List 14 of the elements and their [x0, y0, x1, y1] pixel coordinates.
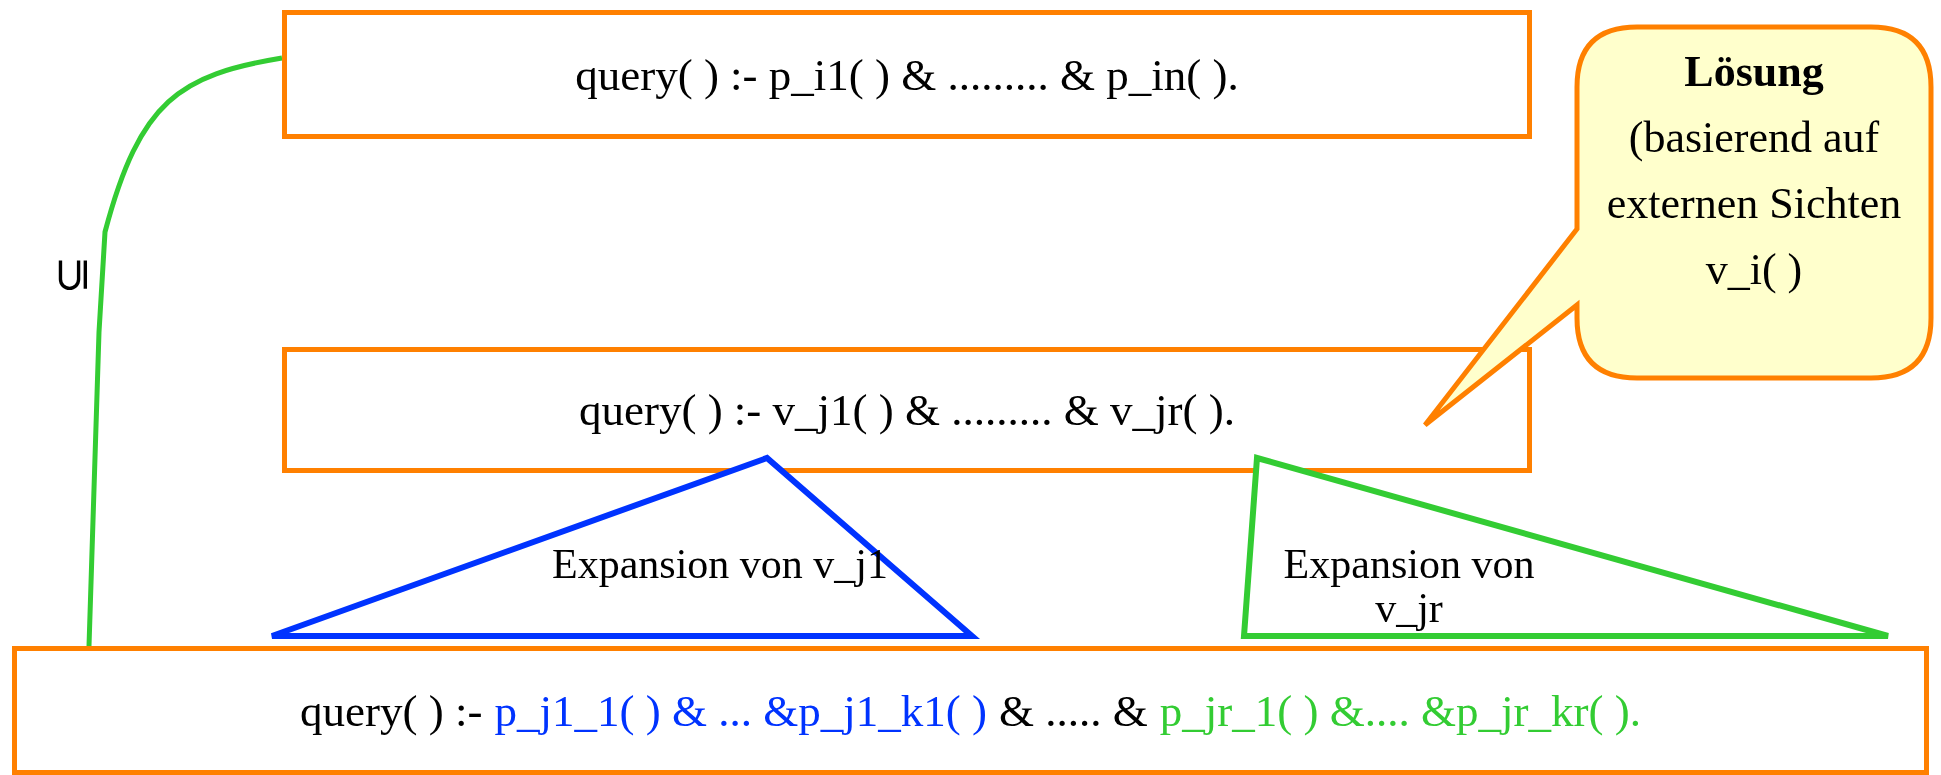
formula-text: & ..... &	[998, 684, 1148, 737]
connector-line	[86, 55, 283, 647]
formula-text: query( ) :-	[300, 684, 483, 737]
formula-text: p_jr_1( ) &.... &p_jr_kr( ).	[1159, 684, 1641, 737]
callout-heading: Lösung	[1683, 46, 1825, 98]
formula-text: p_j1_1( ) & ... &p_j1_k1( )	[494, 684, 987, 737]
formula-box	[12, 646, 1929, 775]
formula-text: query( ) :- p_i1( ) & ......... & p_in( ).	[575, 48, 1239, 101]
triangle-label: Expansion von v_j1	[551, 542, 889, 586]
formula-box	[282, 347, 1532, 473]
formula-text: query( ) :- v_j1( ) & ......... & v_jr( ).	[578, 384, 1236, 436]
callout-text: (basierend auf externen Sichten v_i( )	[1605, 112, 1903, 296]
triangle-label: Expansion von v_jr	[1282, 542, 1536, 630]
formula-box	[282, 10, 1532, 139]
